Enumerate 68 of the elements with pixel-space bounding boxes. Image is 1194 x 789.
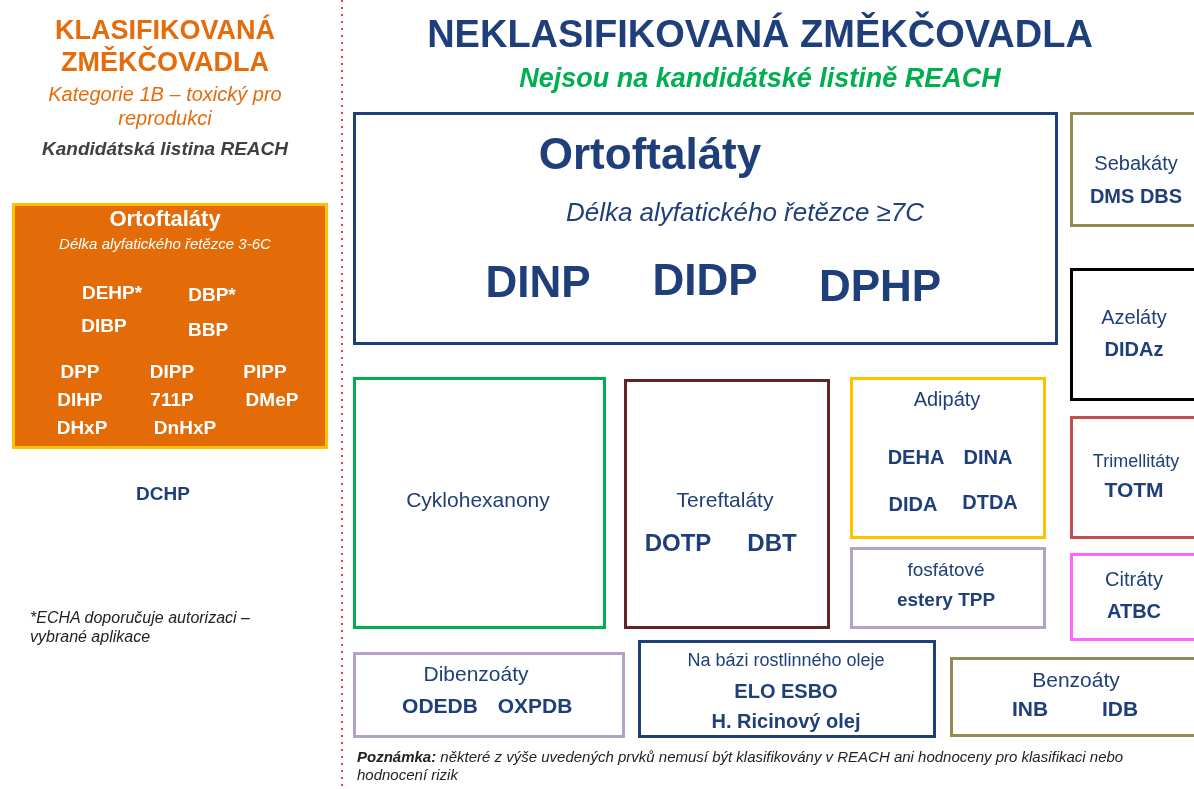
substance-code: DPHP: [818, 262, 942, 311]
chain-length-note: Délka alyfatického řetězce ≥7C: [565, 198, 925, 227]
substance-code: DIDAz: [1104, 338, 1164, 360]
category-box: [1070, 112, 1194, 227]
category-subtitle: Kategorie 1B – toxický pro reprodukci: [47, 82, 283, 130]
substance-code: DTDA: [962, 491, 1018, 513]
substance-code: estery TPP: [896, 590, 996, 611]
substance-code: DOTP: [644, 530, 712, 557]
substance-code: DCHP: [135, 483, 191, 506]
substance-code: DMeP: [245, 390, 299, 411]
substance-code: DEHP*: [81, 283, 143, 304]
substance-code: 711P: [150, 390, 194, 411]
substance-code: PIPP: [243, 362, 287, 383]
category-heading: Ortoftaláty: [538, 130, 762, 179]
section-heading: NEKLASIFIKOVANÁ ZMĚKČOVADLA: [426, 12, 1094, 57]
section-subtitle: Nejsou na kandidátské listině REACH: [518, 62, 1002, 95]
category-box: [353, 377, 606, 629]
category-heading: Citráty: [1105, 568, 1163, 590]
list-subtitle: Kandidátská listina REACH: [41, 138, 290, 161]
substance-code: TOTM: [1104, 478, 1164, 502]
substance-code: OXPDB: [497, 694, 573, 718]
footnote-text: *ECHA doporučuje autorizaci – vybrané aplikace: [30, 608, 251, 647]
category-heading: Na bázi rostlinného oleje: [687, 651, 885, 671]
category-box: [850, 547, 1046, 629]
substance-code: DMS DBS: [1089, 185, 1183, 207]
substance-code: DBP*: [188, 285, 236, 306]
substance-code: DPP: [60, 362, 100, 383]
category-heading: Trimellitáty: [1092, 452, 1180, 472]
substance-code: DIDA: [888, 493, 938, 515]
substance-code: ODEDB: [402, 694, 478, 718]
substance-code: DINA: [963, 446, 1013, 468]
substance-code: DINP: [485, 258, 591, 307]
substance-code: DIHP: [57, 390, 103, 411]
category-box: [1070, 416, 1194, 539]
substance-code: DnHxP: [153, 418, 217, 439]
substance-code: DIDP: [652, 256, 758, 305]
substance-code: DIPP: [149, 362, 195, 383]
category-box: [353, 112, 1058, 345]
category-box: [950, 657, 1194, 737]
category-box: [353, 652, 625, 738]
category-heading: Tereftaláty: [676, 488, 774, 512]
substance-code: DBT: [747, 530, 797, 557]
category-heading: Sebakáty: [1094, 152, 1178, 174]
category-heading: fosfátové: [907, 560, 985, 581]
category-box: [850, 377, 1046, 539]
substance-code: H. Ricinový olej: [711, 710, 861, 732]
substance-code: ATBC: [1106, 600, 1162, 622]
note-text: Poznámka: některé z výše uvedených prvků nemusí být klasifikovány v REACH ani hodnoceny pro klasifikaci nebo hodnocení rizik: [357, 748, 1125, 784]
category-heading: Benzoáty: [1032, 668, 1120, 692]
substance-code: IDB: [1101, 697, 1139, 721]
category-heading: Adipáty: [913, 388, 981, 410]
substance-code: DIBP: [81, 316, 127, 337]
section-heading: KLASIFIKOVANÁ ZMĚKČOVADLA: [54, 14, 276, 79]
substance-code: ELO ESBO: [734, 680, 838, 702]
category-heading: Azeláty: [1101, 306, 1167, 328]
category-heading: Ortoftaláty: [109, 207, 221, 232]
chain-length-note: Délka alyfatického řetězce 3-6C: [59, 236, 271, 253]
category-box: [1070, 553, 1194, 641]
category-box: [638, 640, 936, 738]
substance-code: BBP: [187, 320, 229, 341]
substance-code: DHxP: [56, 418, 108, 439]
category-heading: Cyklohexanony: [406, 488, 550, 512]
substance-code: DEHA: [887, 446, 945, 468]
category-box: [12, 203, 328, 449]
category-box: [1070, 268, 1194, 401]
substance-code: INB: [1011, 697, 1049, 721]
category-heading: Dibenzoáty: [423, 662, 529, 686]
category-box: [624, 379, 830, 629]
